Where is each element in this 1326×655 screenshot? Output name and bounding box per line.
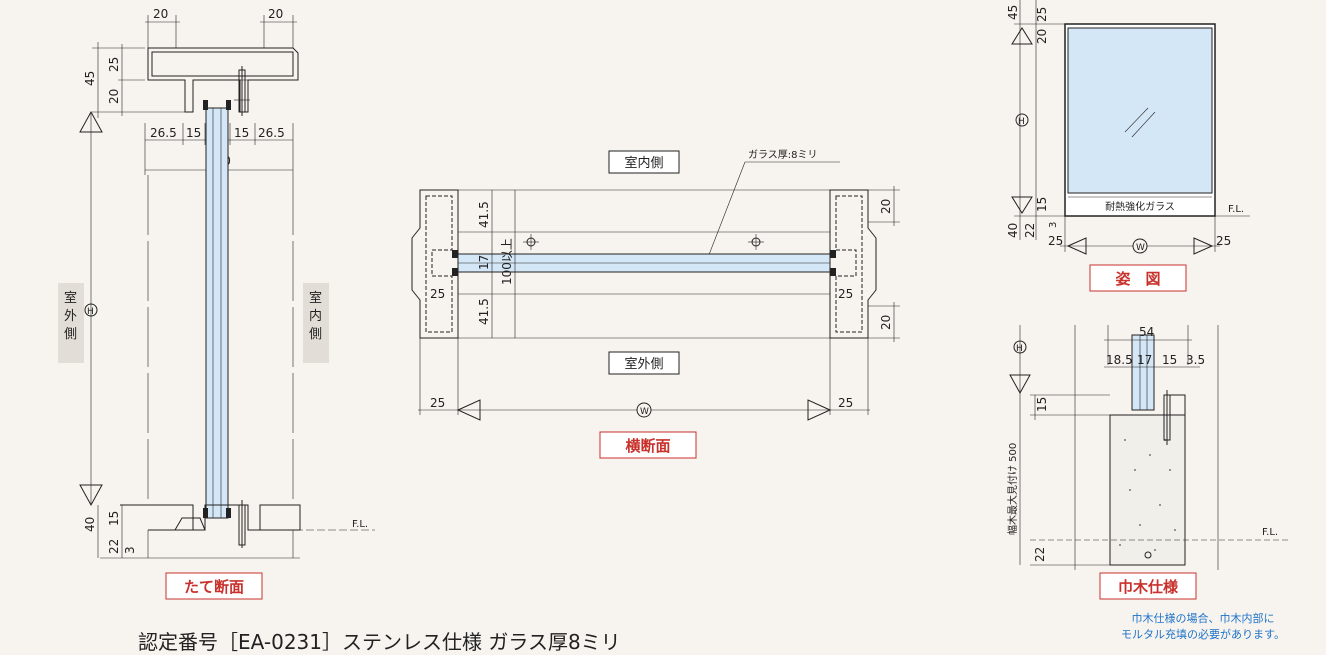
horizontal-section: 室内側 ガラス厚:8ミリ 41.5 17 41 <box>411 149 900 459</box>
dim-15: 15 <box>107 511 121 526</box>
elevation-view: 耐熱強化ガラス F.L. H 45 25 20 15 40 22 3 W 25 … <box>1006 0 1250 292</box>
caption-vertical-section: たて断面 <box>184 578 244 596</box>
elev-dim-25: 25 <box>1035 7 1049 22</box>
dim-top-left: 20 <box>153 7 168 21</box>
dim-22: 22 <box>107 539 121 554</box>
base-dim-15: 15 <box>1162 353 1177 367</box>
base-fl-label: F.L. <box>1262 527 1278 538</box>
caption-baseboard: 巾木仕様 <box>1118 578 1179 596</box>
dim-20-bottom: 20 <box>879 315 893 330</box>
base-max-height: 幅木最大見付け 500 <box>1006 443 1019 535</box>
caption-horizontal-section: 横断面 <box>625 437 670 455</box>
baseboard-note: 巾木仕様の場合、巾木内部に モルタル充填の必要があります。 <box>1088 611 1318 643</box>
base-dim-17: 17 <box>1137 353 1152 367</box>
dim-26-5-right: 26.5 <box>258 126 285 140</box>
elevation-w-symbol: W <box>1136 243 1145 253</box>
dim-41-5-bottom: 41.5 <box>477 298 491 325</box>
dim-top-right: 20 <box>268 7 283 21</box>
base-dim-3-5: 3.5 <box>1186 353 1205 367</box>
elev-dim-40: 40 <box>1006 223 1020 238</box>
elevation-h-symbol: H <box>1018 117 1025 127</box>
label-indoor-char-1: 室 <box>309 290 322 306</box>
label-outdoor-char-3: 側 <box>64 327 77 342</box>
baseboard-detail: 54 18.5 17 15 3.5 H 15 幅木最大見付け 500 F.L. … <box>1006 325 1290 600</box>
dim-15-right: 15 <box>234 126 249 140</box>
baseboard-note-line-2: モルタル充填の必要があります。 <box>1121 628 1285 641</box>
dim-h-symbol: H <box>87 307 94 317</box>
elev-dim-25-left: 25 <box>1048 234 1063 248</box>
dim-25-inner-right: 25 <box>838 287 853 301</box>
dim-45: 45 <box>83 71 97 86</box>
dim-25: 25 <box>107 57 121 72</box>
elev-dim-20: 20 <box>1035 29 1049 44</box>
label-outdoor-char-1: 室 <box>64 290 77 306</box>
dim-100-more: 100以上 <box>500 238 514 285</box>
base-dim-54: 54 <box>1139 325 1154 339</box>
dim-3: 3 <box>123 546 137 554</box>
vertical-section: 20 20 45 25 20 H 26.5 15 17 15 26.5 1 <box>58 7 375 600</box>
elev-dim-15: 15 <box>1035 197 1049 212</box>
glass-thickness-note: ガラス厚:8ミリ <box>748 149 818 161</box>
label-indoor: 室内側 <box>624 155 663 171</box>
dim-25-w-right: 25 <box>838 396 853 410</box>
elevation-glass-label: 耐熱強化ガラス <box>1105 200 1175 213</box>
dim-15-left: 15 <box>186 126 201 140</box>
dim-17-h: 17 <box>477 255 491 270</box>
elev-dim-45: 45 <box>1006 5 1020 20</box>
label-indoor-char-2: 内 <box>309 308 322 324</box>
dim-26-5-left: 26.5 <box>150 126 177 140</box>
base-h-symbol: H <box>1016 344 1023 354</box>
certification-text: 認定番号［EA-0231］ステンレス仕様 ガラス厚8ミリ <box>138 630 621 654</box>
base-dim-18-5: 18.5 <box>1106 353 1133 367</box>
dim-41-5-top: 41.5 <box>477 201 491 228</box>
caption-elevation: 姿 図 <box>1115 270 1160 288</box>
elev-dim-3: 3 <box>1048 222 1059 228</box>
dim-20: 20 <box>107 89 121 104</box>
elev-dim-25-right: 25 <box>1216 234 1231 248</box>
label-outdoor: 室外側 <box>624 356 663 372</box>
dim-25-w-left: 25 <box>430 396 445 410</box>
fl-label: F.L. <box>352 519 368 530</box>
elevation-fl-label: F.L. <box>1228 204 1244 215</box>
base-dim-15-height: 15 <box>1035 397 1049 412</box>
label-indoor-char-3: 側 <box>309 327 322 342</box>
elev-dim-22: 22 <box>1023 223 1037 238</box>
dim-w-symbol: W <box>640 407 649 417</box>
base-dim-22: 22 <box>1033 547 1047 562</box>
dim-40: 40 <box>83 517 97 532</box>
baseboard-note-line-1: 巾木仕様の場合、巾木内部に <box>1131 612 1275 625</box>
dim-25-inner-left: 25 <box>430 287 445 301</box>
label-outdoor-char-2: 外 <box>64 309 77 324</box>
dim-20-top: 20 <box>879 199 893 214</box>
